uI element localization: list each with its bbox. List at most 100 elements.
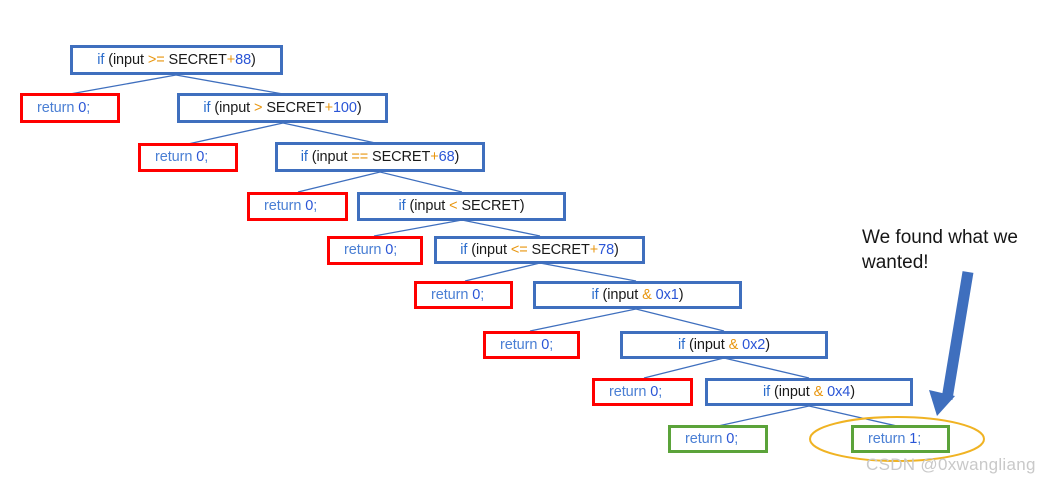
return-keyword: return <box>431 286 473 303</box>
condition-text-6: if (input & 0x1) <box>592 288 684 303</box>
semicolon: ; <box>204 149 209 166</box>
identifier-secret: SECRET <box>372 148 431 165</box>
condition-node-4[interactable]: if (input < SECRET) <box>357 192 566 221</box>
semicolon: ; <box>480 286 485 303</box>
paren-close: ) <box>765 336 770 353</box>
return-text-6: return 0; <box>500 338 553 353</box>
paren-open: ( <box>770 383 779 400</box>
identifier-input: input <box>778 383 810 400</box>
return-text-5: return 0; <box>431 288 484 303</box>
condition-node-2[interactable]: if (input > SECRET+100) <box>177 93 388 123</box>
watermark: CSDN @0xwangliang <box>866 455 1036 474</box>
condition-node-8[interactable]: if (input & 0x4) <box>705 378 913 406</box>
return-text-3: return 0; <box>264 199 317 214</box>
condition-text-8: if (input & 0x4) <box>763 385 855 400</box>
return-zero-node-5[interactable]: return 0; <box>414 281 513 309</box>
semicolon: ; <box>658 383 663 400</box>
return-keyword: return <box>264 198 306 215</box>
paren-close: ) <box>251 51 256 68</box>
return-value: 0 <box>726 430 735 447</box>
identifier-input: input <box>475 241 507 258</box>
identifier-input: input <box>112 51 144 68</box>
return-one-node[interactable]: return 1; <box>851 425 950 453</box>
identifier-secret: SECRET <box>461 198 520 215</box>
keyword-if: if <box>398 198 406 215</box>
identifier-secret: SECRET <box>266 99 325 116</box>
return-text-9: return 1; <box>868 432 921 447</box>
semicolon: ; <box>86 99 91 116</box>
paren-open: ( <box>598 286 608 303</box>
condition-node-6[interactable]: if (input & 0x1) <box>533 281 742 309</box>
condition-text-2: if (input > SECRET+100) <box>203 101 361 116</box>
paren-close: ) <box>678 286 684 303</box>
number-literal: 0x4 <box>827 383 851 400</box>
number-literal: 88 <box>235 51 252 68</box>
condition-node-7[interactable]: if (input & 0x2) <box>620 331 828 359</box>
operator: & <box>813 383 824 400</box>
semicolon: ; <box>393 242 398 259</box>
condition-text-3: if (input == SECRET+68) <box>301 150 460 165</box>
identifier-input: input <box>219 99 251 116</box>
operator-plus: + <box>226 51 236 68</box>
operator-plus: + <box>324 99 333 116</box>
return-zero-node-4[interactable]: return 0; <box>327 236 423 265</box>
return-zero-node-2[interactable]: return 0; <box>138 143 238 172</box>
condition-node-1[interactable]: if (input >= SECRET+88) <box>70 45 283 75</box>
operator: <= <box>510 241 528 258</box>
return-keyword: return <box>155 149 197 166</box>
return-zero-node-1[interactable]: return 0; <box>20 93 120 123</box>
return-value: 0 <box>385 242 394 259</box>
paren-open: ( <box>685 336 694 353</box>
return-value: 0 <box>541 336 550 353</box>
condition-node-3[interactable]: if (input == SECRET+68) <box>275 142 485 172</box>
number-literal: 100 <box>332 99 357 116</box>
operator: > <box>254 99 263 116</box>
operator-plus: + <box>430 148 439 165</box>
number-literal: 0x2 <box>742 336 766 353</box>
return-value: 1 <box>909 430 918 447</box>
return-keyword: return <box>344 242 386 259</box>
return-value: 0 <box>305 198 314 215</box>
return-keyword: return <box>685 430 727 447</box>
condition-text-5: if (input <= SECRET+78) <box>460 243 619 258</box>
identifier-input: input <box>414 198 446 215</box>
keyword-if: if <box>97 51 105 68</box>
operator: & <box>642 286 652 303</box>
identifier-secret: SECRET <box>168 51 227 68</box>
semicolon: ; <box>917 430 922 447</box>
semicolon: ; <box>549 336 554 353</box>
operator: == <box>351 148 369 165</box>
number-literal: 78 <box>598 241 615 258</box>
return-text-8: return 0; <box>685 432 738 447</box>
number-literal: 0x1 <box>655 286 679 303</box>
return-zero-node-3[interactable]: return 0; <box>247 192 348 221</box>
operator-plus: + <box>589 241 599 258</box>
condition-text-7: if (input & 0x2) <box>678 338 770 353</box>
return-zero-node-6[interactable]: return 0; <box>483 331 580 359</box>
operator: >= <box>147 51 165 68</box>
return-keyword: return <box>868 430 910 447</box>
return-text-4: return 0; <box>344 243 397 258</box>
operator: & <box>728 336 739 353</box>
paren-open: ( <box>405 198 415 215</box>
identifier-secret: SECRET <box>531 241 590 258</box>
keyword-if: if <box>460 241 468 258</box>
return-value: 0 <box>78 99 87 116</box>
paren-close: ) <box>850 383 855 400</box>
return-keyword: return <box>37 99 79 116</box>
annotation-text: We found what we wanted! <box>862 227 1018 274</box>
return-zero-node-7[interactable]: return 0; <box>592 378 693 406</box>
number-literal: 68 <box>438 148 455 165</box>
return-value: 0 <box>196 149 205 166</box>
condition-text-1: if (input >= SECRET+88) <box>97 53 256 68</box>
paren-open: ( <box>210 99 220 116</box>
identifier-input: input <box>607 286 639 303</box>
return-zero-node-8[interactable]: return 0; <box>668 425 768 453</box>
keyword-if: if <box>203 99 211 116</box>
condition-node-5[interactable]: if (input <= SECRET+78) <box>434 236 645 264</box>
operator: < <box>449 198 458 215</box>
keyword-if: if <box>591 286 599 303</box>
paren-close: ) <box>356 99 362 116</box>
return-keyword: return <box>500 336 542 353</box>
